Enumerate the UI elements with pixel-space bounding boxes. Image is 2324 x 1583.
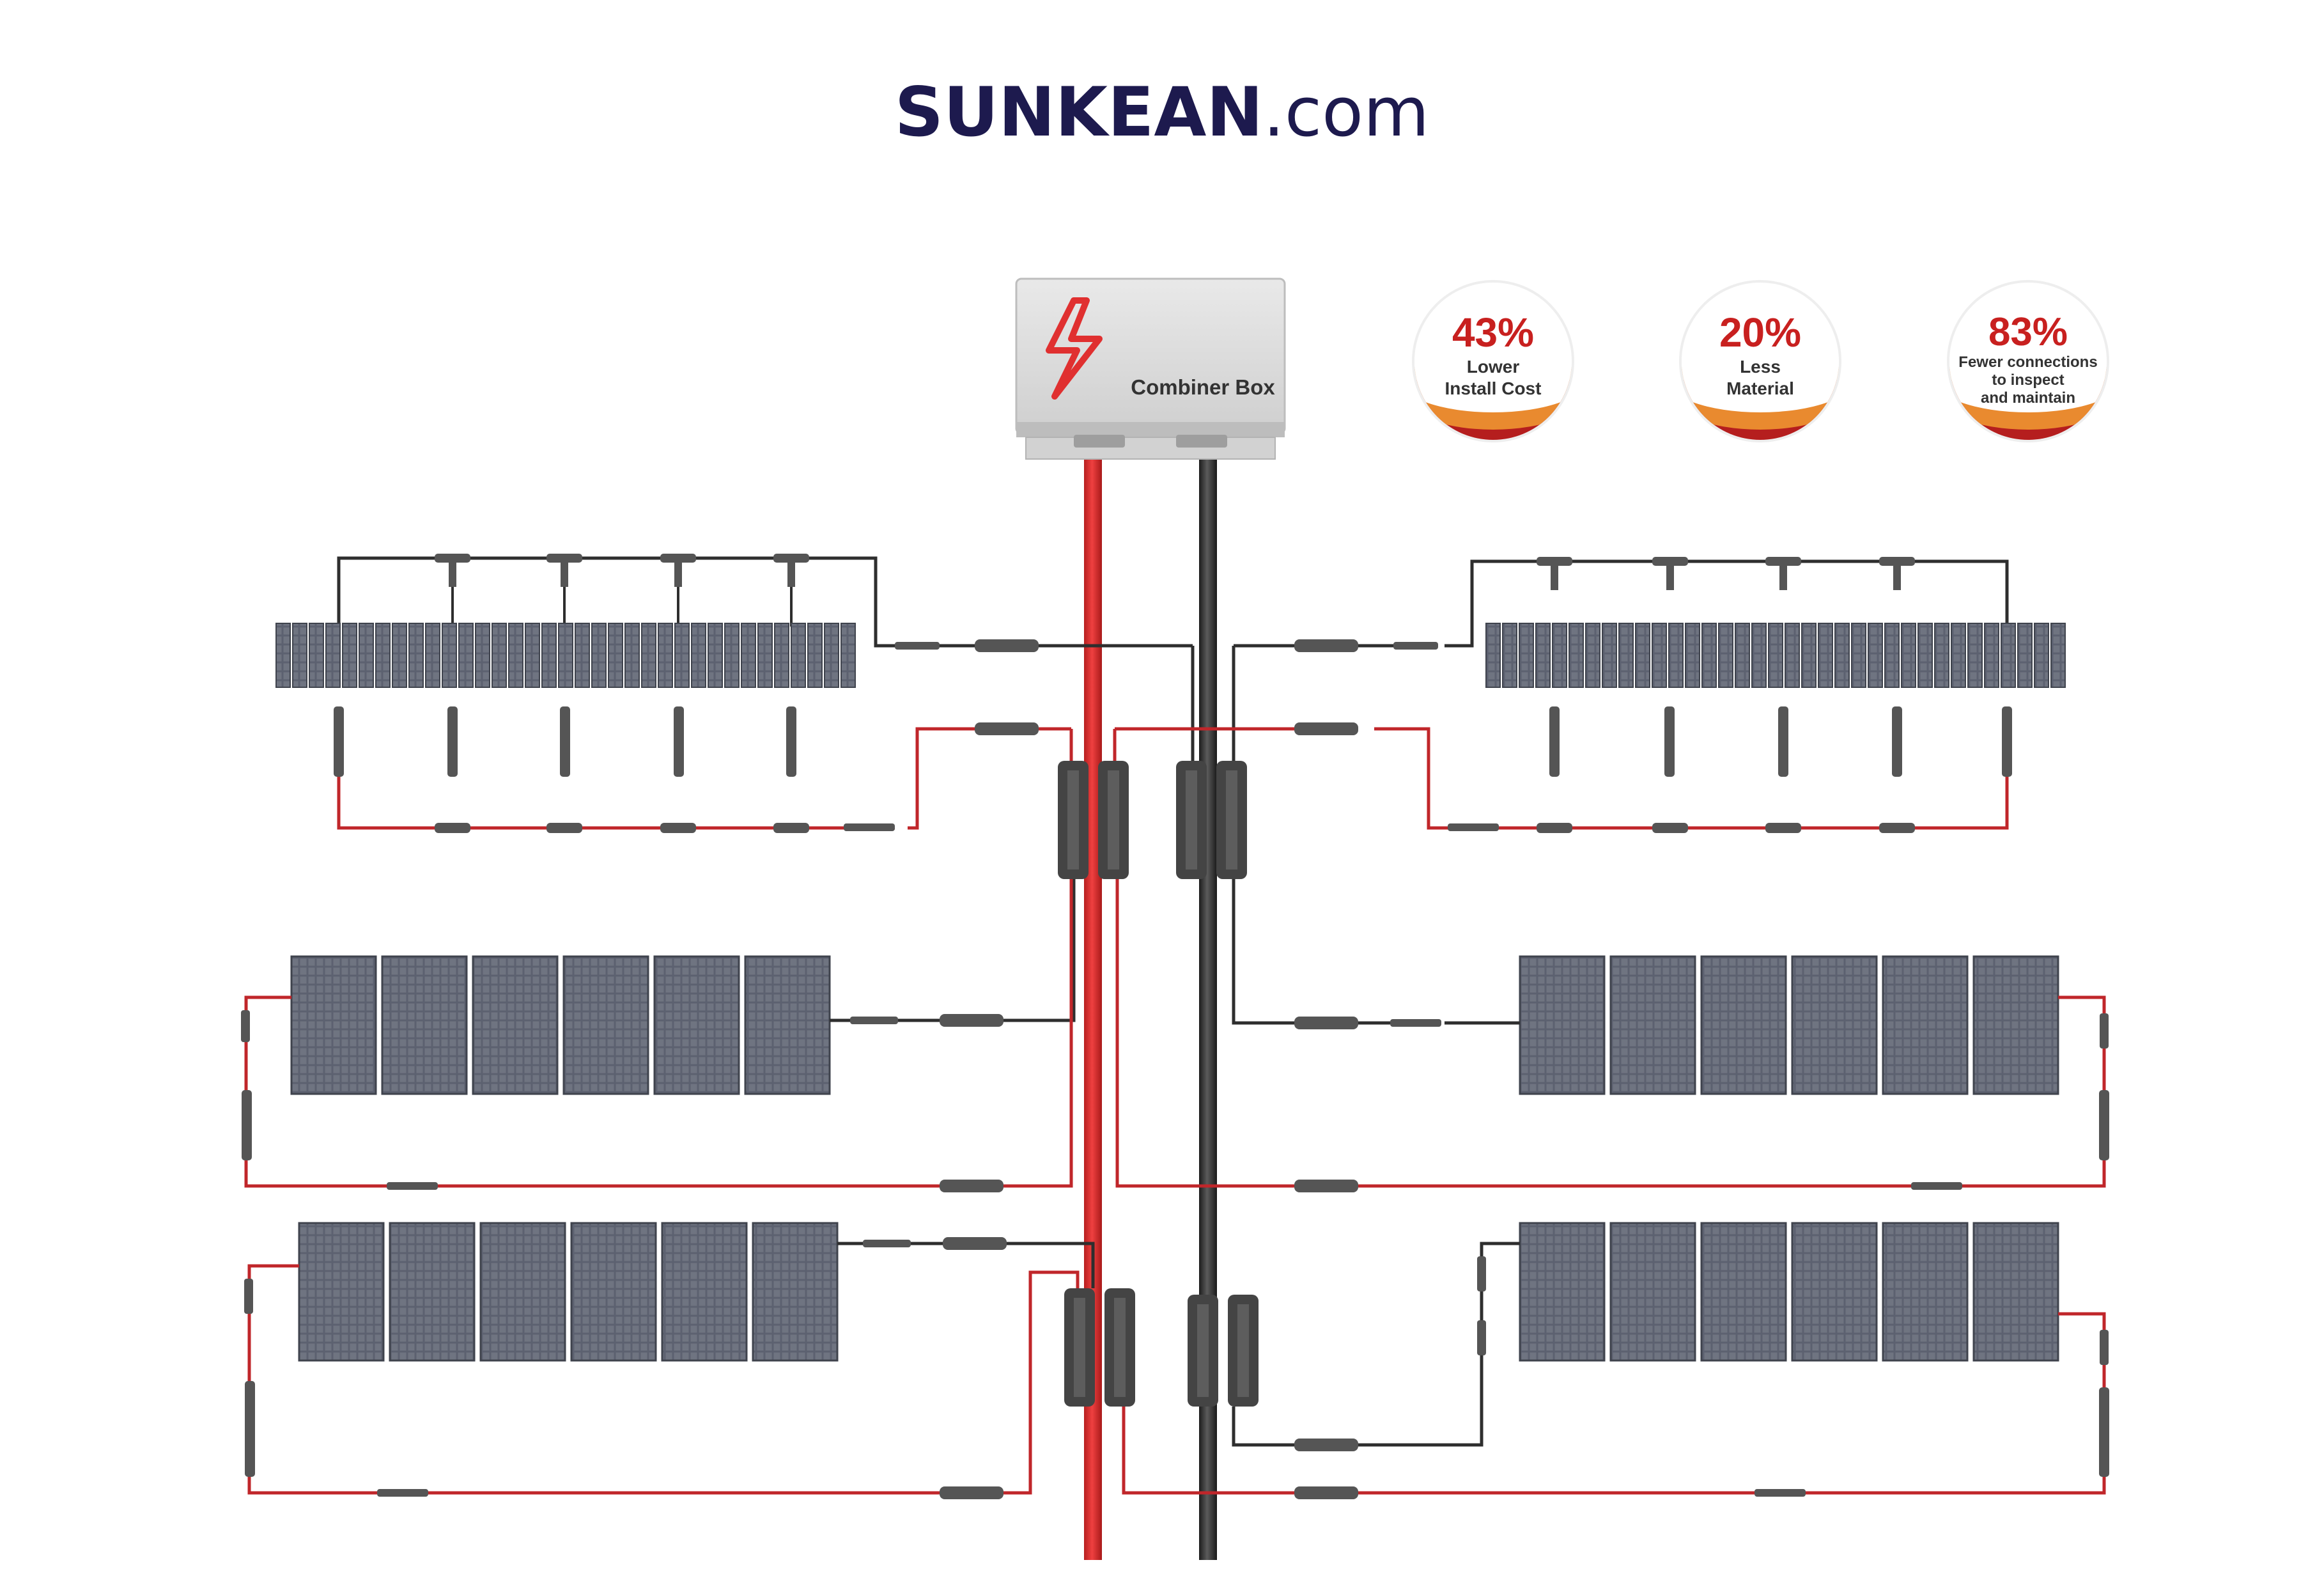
brand-logo: SUNKEAN.com [895, 73, 1430, 152]
combiner-box: Combiner Box [1015, 277, 1286, 460]
stat-label-line1: Lower [1467, 357, 1520, 377]
stat-badge-1: 43% Lower Install Cost [1412, 280, 1574, 442]
array-row1-right [1113, 557, 2066, 833]
stat-label-line2: to inspect [1992, 371, 2064, 389]
stat-value: 20% [1719, 309, 1801, 355]
svg-text:SUNKEAN.com: SUNKEAN.com [895, 73, 1430, 152]
array-row2-left [241, 879, 1076, 1192]
branch-connectors-upper [1058, 761, 1247, 879]
stat-value: 83% [1988, 310, 2068, 354]
array-row3-right [1122, 1222, 2109, 1499]
stat-badge-3: 83% Fewer connections to inspect and mai… [1947, 280, 2109, 442]
combiner-box-label: Combiner Box [1131, 375, 1275, 399]
stat-label-line2: Install Cost [1445, 378, 1542, 398]
lightning-bolt-icon [1046, 297, 1103, 400]
stat-label-line1: Less [1740, 357, 1781, 377]
array-row3-left [244, 1222, 1095, 1499]
brand-domain: .com [1263, 73, 1429, 152]
stat-label-line3: and maintain [1981, 389, 2075, 407]
stat-label-line2: Material [1726, 378, 1794, 398]
stat-badge-2: 20% Less Material [1679, 280, 1841, 442]
brand-name: SUNKEAN [895, 73, 1263, 152]
branch-connectors-lower [1064, 1288, 1259, 1407]
array-row2-right [1115, 879, 2109, 1192]
stat-value: 43% [1452, 309, 1534, 355]
array-row1-left [275, 554, 1195, 833]
stat-label-line1: Fewer connections [1958, 354, 2097, 371]
